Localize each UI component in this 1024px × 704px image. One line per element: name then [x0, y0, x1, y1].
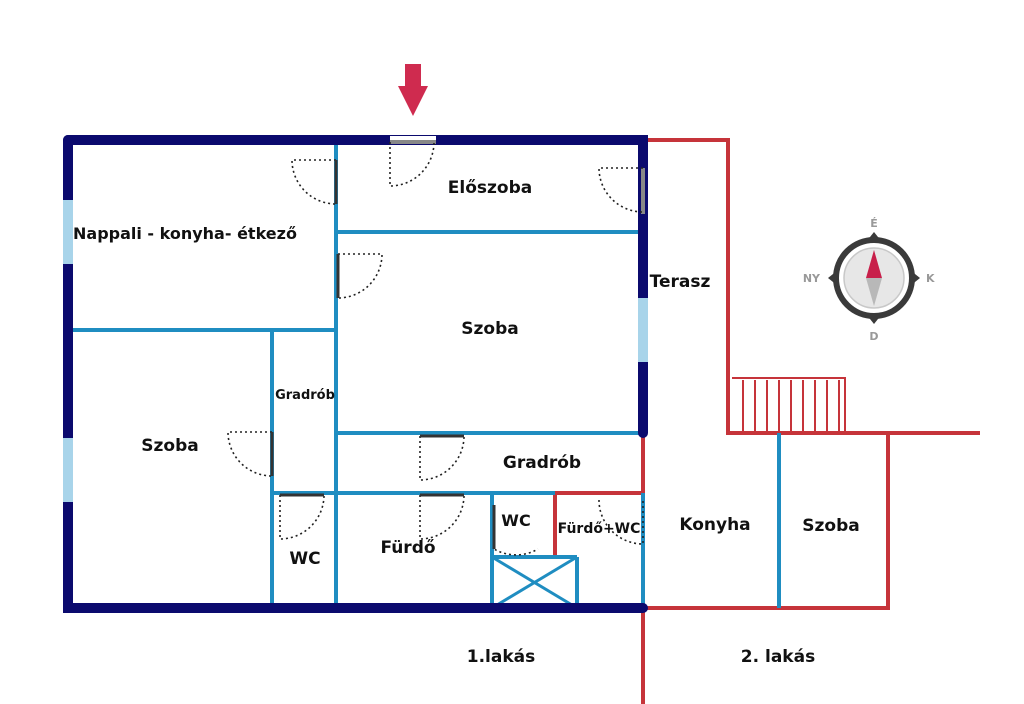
inner-walls — [68, 140, 781, 610]
room-label-szoba-middle: Szoba — [461, 319, 518, 339]
room-label-wc-bottom: WC — [289, 549, 320, 569]
compass-south-label: D — [869, 330, 878, 343]
room-label-konyha: Konyha — [679, 515, 750, 535]
door-leaves — [270, 160, 496, 549]
down-arrow-icon — [398, 64, 428, 116]
compass-east-label: K — [926, 272, 935, 285]
room-label-gardrob-large: Gradrób — [503, 453, 581, 473]
room-label-furdo-wc: Fürdő+WC — [558, 521, 641, 537]
room-label-gardrob-small: Gradrób — [275, 388, 335, 403]
stairs — [732, 377, 846, 433]
room-label-eloszoba: Előszoba — [448, 178, 532, 198]
compass-icon: É D NY K — [803, 217, 935, 343]
apartment-label-second: 2. lakás — [741, 647, 815, 667]
room-label-furdo: Fürdő — [380, 538, 435, 558]
windows — [63, 200, 648, 502]
door-swings — [227, 141, 644, 556]
room-labels: Nappali - konyha- étkező Előszoba Szoba … — [73, 178, 860, 569]
room-label-szoba-right: Szoba — [802, 516, 859, 536]
room-label-szoba-left: Szoba — [141, 436, 198, 456]
compass-west-label: NY — [803, 272, 821, 285]
room-label-terasz: Terasz — [650, 272, 711, 292]
room-label-nappali: Nappali - konyha- étkező — [73, 224, 297, 243]
apartment-label-first: 1.lakás — [467, 647, 535, 667]
room-label-wc-small: WC — [501, 511, 530, 530]
compass-north-label: É — [870, 217, 878, 230]
